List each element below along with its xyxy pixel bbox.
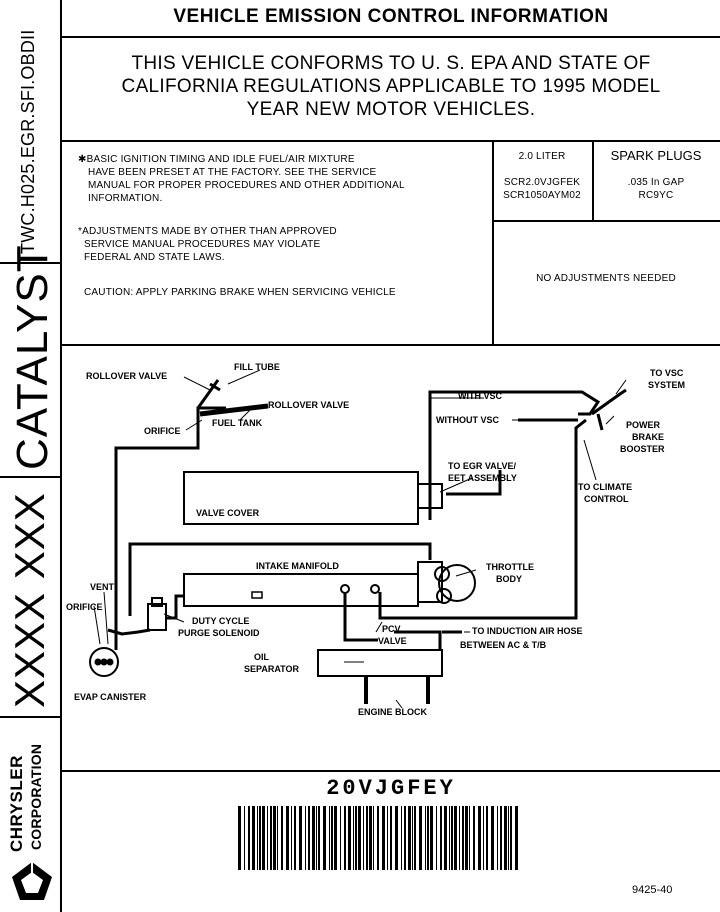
- engine-code: SCR2.0VJGFEK: [503, 177, 581, 188]
- conform-line: CALIFORNIA REGULATIONS APPLICABLE TO 199…: [121, 76, 661, 97]
- specs-row-divider: [492, 220, 720, 222]
- power-brake-booster-label: BRAKE: [632, 432, 665, 442]
- pcv-valve-label: VALVE: [378, 636, 407, 646]
- pentastar-logo-icon: [12, 862, 52, 900]
- induction-hose-label: BETWEEN AC & T/B: [460, 640, 547, 650]
- specs-divider: [492, 140, 494, 344]
- power-brake-booster-label: BOOSTER: [620, 444, 665, 454]
- note-adjustments: FEDERAL AND STATE LAWS.: [84, 252, 225, 263]
- sidebar-divider: [0, 716, 62, 718]
- power-brake-booster-label: POWER: [626, 420, 661, 430]
- engine-block-label: ENGINE BLOCK: [358, 707, 428, 717]
- adjustments-status: NO ADJUSTMENTS NEEDED: [536, 273, 676, 284]
- note-basic-timing: ✱BASIC IGNITION TIMING AND IDLE FUEL/AIR…: [78, 154, 355, 165]
- throttle-body-label: BODY: [496, 574, 523, 584]
- notes-divider: [62, 344, 720, 346]
- to-vsc-label: SYSTEM: [648, 380, 686, 390]
- rollover-valve-label: ROLLOVER VALVE: [86, 371, 168, 381]
- pcv-valve-label: PCV: [382, 624, 401, 634]
- duty-cycle-label: DUTY CYCLE: [192, 616, 250, 626]
- calibration-code: 20VJGFEY: [326, 776, 456, 801]
- conform-divider: [62, 140, 720, 142]
- sidebar-divider: [0, 262, 62, 264]
- fuel-tank-label: FUEL TANK: [212, 418, 263, 428]
- oil-separator-label: OIL: [254, 652, 269, 662]
- diagram-divider: [62, 770, 720, 772]
- conform-line: YEAR NEW MOTOR VEHICLES.: [246, 99, 536, 120]
- spark-plug-gap: .035 In GAP: [627, 177, 685, 188]
- orifice-label: ORIFICE: [66, 602, 103, 612]
- note-adjustments: *ADJUSTMENTS MADE BY OTHER THAN APPROVED: [78, 226, 337, 237]
- note-basic-timing: MANUAL FOR PROPER PROCEDURES AND OTHER A…: [88, 180, 405, 191]
- vent-label: VENT: [90, 582, 115, 592]
- part-number: 9425-40: [632, 884, 673, 896]
- page-title: VEHICLE EMISSION CONTROL INFORMATION: [173, 6, 609, 27]
- without-vsc-label: WITHOUT VSC: [436, 415, 499, 425]
- to-vsc-label: TO VSC: [650, 368, 684, 378]
- intake-manifold-label: INTAKE MANIFOLD: [256, 561, 339, 571]
- note-basic-timing: INFORMATION.: [88, 193, 163, 204]
- induction-hose-label: TO INDUCTION AIR HOSE: [472, 626, 583, 636]
- spark-plugs-header: SPARK PLUGS: [610, 148, 702, 163]
- oil-separator-label: SEPARATOR: [244, 664, 300, 674]
- evap-canister-label: EVAP CANISTER: [74, 692, 147, 702]
- egr-valve-label: TO EGR VALVE/: [448, 461, 517, 471]
- fill-tube-label: FILL TUBE: [234, 362, 280, 372]
- rollover-valve-label: ROLLOVER VALVE: [268, 400, 350, 410]
- with-vsc-label: WITH VSC: [458, 391, 502, 401]
- duty-cycle-label: PURGE SOLENOID: [178, 628, 260, 638]
- spark-plug-type: RC9YC: [638, 190, 674, 201]
- climate-control-label: TO CLIMATE: [578, 482, 633, 492]
- engine-code: SCR1050AYM02: [503, 190, 581, 201]
- left-sidebar: CHRYSLER CORPORATION XXXX XXX CATALYST T…: [0, 0, 62, 912]
- egr-valve-label: EET ASSEMBLY: [448, 473, 517, 483]
- throttle-body-label: THROTTLE: [486, 562, 534, 572]
- spark-divider: [592, 140, 594, 220]
- caution-note: CAUTION: APPLY PARKING BRAKE WHEN SERVIC…: [84, 287, 396, 298]
- engine-displacement: 2.0 LITER: [518, 151, 566, 162]
- valve-cover-label: VALVE COVER: [196, 508, 260, 518]
- header-divider: [62, 36, 720, 38]
- climate-control-label: CONTROL: [584, 494, 629, 504]
- note-basic-timing: HAVE BEEN PRESET AT THE FACTORY. SEE THE…: [88, 167, 377, 178]
- orifice-label: ORIFICE: [144, 426, 181, 436]
- sidebar-divider: [0, 476, 62, 478]
- conform-line: THIS VEHICLE CONFORMS TO U. S. EPA AND S…: [131, 53, 651, 74]
- note-adjustments: SERVICE MANUAL PROCEDURES MAY VIOLATE: [84, 239, 321, 250]
